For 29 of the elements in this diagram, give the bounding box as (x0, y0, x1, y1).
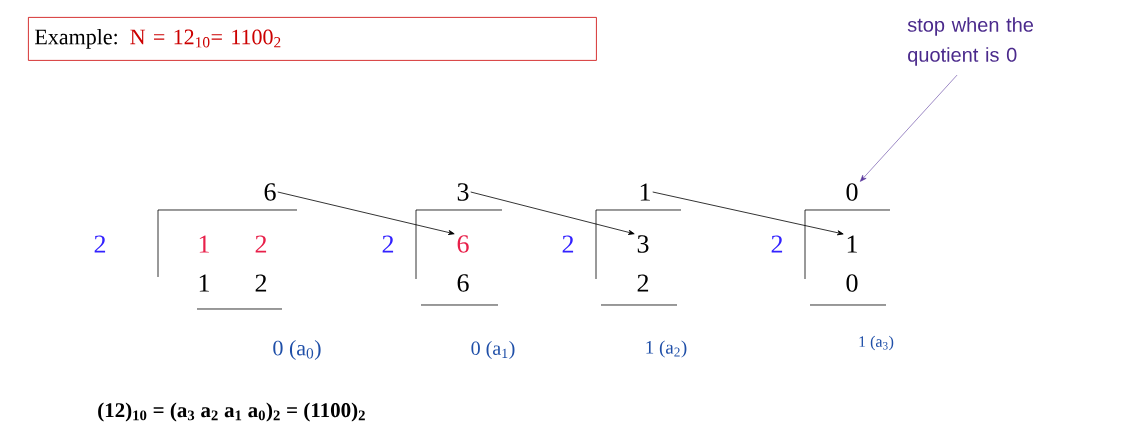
callout-text: stop when the quotient is 0 (907, 17, 1034, 66)
remainder-label: 1 (a$_{2}$) (646, 340, 687, 358)
dividend-digit: 6 (457, 235, 469, 253)
divisor: 2 (382, 235, 394, 253)
quotient-digit: 0 (846, 183, 858, 201)
arrow (470, 191, 635, 235)
dividend-digit: 3 (637, 235, 649, 253)
product-digit: 2 (255, 274, 267, 292)
dividend-digit: 1 (199, 235, 209, 253)
arrow (860, 74, 958, 182)
dividend-digit: 2 (255, 235, 267, 253)
product-digit: 0 (846, 274, 858, 292)
product-digit: 1 (199, 274, 209, 292)
dividend-digit: 1 (847, 235, 857, 253)
remainder-label: 0 (a$_{1}$) (471, 340, 515, 360)
arrow (652, 191, 844, 236)
divisor: 2 (562, 235, 574, 253)
product-digit: 6 (457, 274, 469, 292)
quotient-digit: 1 (640, 183, 650, 201)
divisor: 2 (771, 235, 783, 253)
divisor: 2 (94, 235, 106, 253)
product-digit: 2 (637, 274, 649, 292)
remainder-label: 1 (a$_{3}$) (859, 335, 894, 351)
result-formula: (12)$_{10}$ = (a$_{3}$ a$_{2}$ a$_{1}$ a$_{0}$)$_{2}$ = (1100)$_{2}$ (98, 402, 365, 422)
quotient-digit: 6 (264, 183, 276, 201)
quotient-digit: 3 (457, 183, 469, 201)
arrow (277, 191, 455, 235)
example-box: Example: N = 12$_{10}$= 1100$_{2}$ (28, 17, 597, 61)
remainder-label: 0 (a$_{0}$) (273, 340, 321, 360)
